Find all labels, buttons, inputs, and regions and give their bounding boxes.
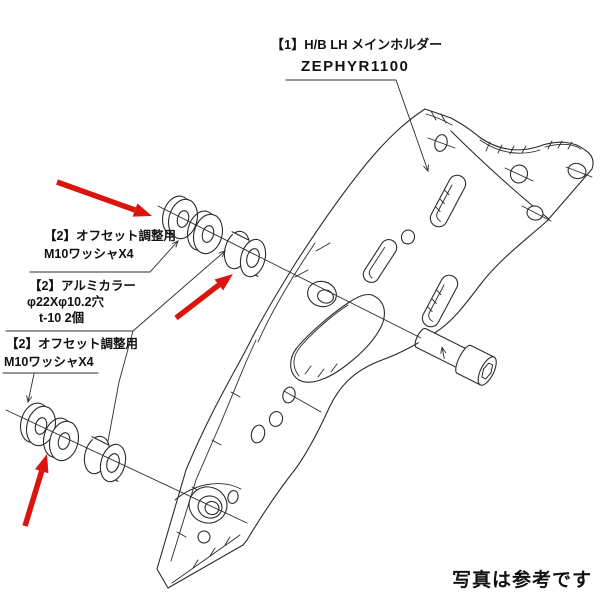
callout-collar-line1: 【2】アルミカラー xyxy=(29,279,136,293)
upper-axis-centerline xyxy=(157,205,422,339)
small-plate-hole xyxy=(400,229,416,245)
leader-lines xyxy=(2,79,428,442)
lower-washer-2 xyxy=(42,417,80,462)
slot-cutout-2 xyxy=(362,239,398,283)
leader-upper-washers xyxy=(29,241,178,273)
lower-plate-holes xyxy=(250,386,322,444)
callout-lower-washers-line2: M10ワッシャX4 xyxy=(4,355,94,369)
red-arrow-collar xyxy=(174,274,233,321)
wing-bevel-hatching xyxy=(479,139,582,155)
hex-socket xyxy=(481,362,494,380)
callout-upper-washers-line1: 【2】オフセット調整用 xyxy=(44,229,176,243)
callout-upper-washers-line2: M10ワッシャX4 xyxy=(44,247,134,261)
leader-part1 xyxy=(285,79,428,171)
socket-head-bolt xyxy=(414,327,497,386)
reference-caption: 写真は参考です xyxy=(452,570,593,591)
kidney-cutout xyxy=(290,293,385,383)
callout-collar-line2: φ22Xφ10.2穴 xyxy=(27,295,104,309)
upper-collar xyxy=(223,230,267,278)
lower-axis-centerline xyxy=(5,409,248,524)
bracket-outline xyxy=(156,108,594,589)
callout-collar-line3: t-10 2個 xyxy=(39,311,85,325)
leader-lower-washers xyxy=(28,373,35,402)
red-arrow-lower-washers xyxy=(22,454,49,527)
foot-bevel xyxy=(171,483,242,584)
callout-part1-line2: ZEPHYR1100 xyxy=(301,58,410,75)
bolt-direction-arrow xyxy=(438,347,448,359)
main-holder-bracket xyxy=(156,108,594,589)
apex-bevel xyxy=(425,110,453,126)
leader-collar-lower xyxy=(107,330,134,442)
slot-cutout-1 xyxy=(429,174,467,228)
red-arrow-upper-washers xyxy=(56,179,152,217)
upper-washer-2 xyxy=(186,210,224,255)
countersunk-hole-upper xyxy=(307,280,337,308)
slot-cutout-3 xyxy=(421,274,459,328)
lower-collar xyxy=(83,435,127,483)
callout-lower-washers-line1: 【2】オフセット調整用 xyxy=(6,337,138,351)
callout-part1-line1: 【1】H/B LH メインホルダー xyxy=(271,37,443,52)
wing-bolt-holes xyxy=(427,134,593,222)
left-edge-thickness xyxy=(170,242,331,562)
